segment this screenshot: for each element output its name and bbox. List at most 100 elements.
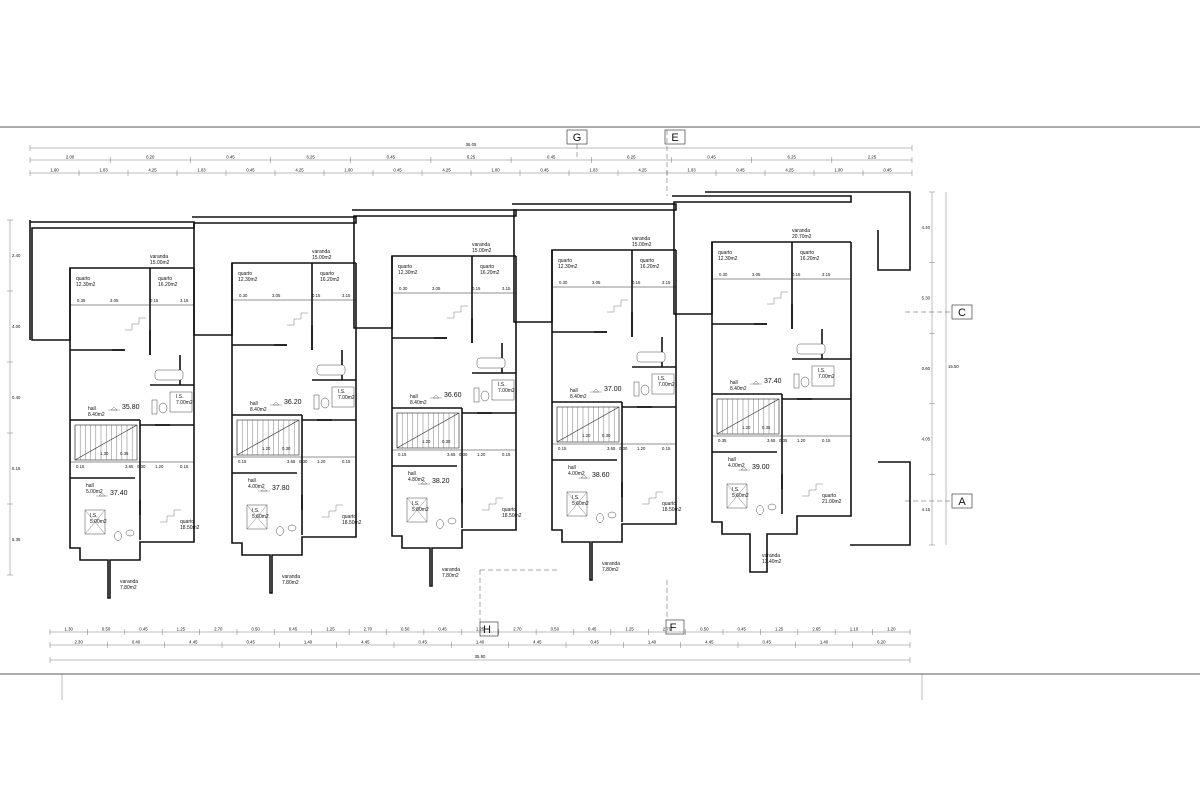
room-name-is-small: I.S. [90, 513, 98, 519]
interior-dimension: 1.20 [582, 433, 591, 438]
level-symbol [432, 394, 440, 399]
washbasin-small [607, 511, 617, 519]
room-name-varanda-low: varanda [602, 561, 620, 567]
stair-arrow [396, 412, 460, 449]
room-area-quarto-low: 18.50m2 [662, 507, 682, 513]
interior-dimension: 3.05 [432, 286, 441, 291]
dimension-value: 4.00 [12, 324, 21, 329]
room-area-quarto-front: 12.30m2 [76, 282, 96, 288]
room-name-is-small: I.S. [252, 508, 260, 514]
interior-dimension: 0.15 [792, 272, 801, 277]
room-name-varanda-top: varanda [150, 254, 168, 260]
dimension-value: 0.45 [590, 640, 599, 645]
interior-dimension: 0.30 [282, 446, 291, 451]
room-area-hall-main: 8.40m2 [730, 386, 747, 392]
grid-labels: G E H F C A [479, 129, 973, 637]
interior-dimension: 0.30 [442, 439, 451, 444]
interior-dimension: 0.15 [822, 438, 831, 443]
room-area-hall-small: 4.80m2 [408, 477, 425, 483]
staircase [236, 419, 300, 456]
room-name-hall-small: hall [568, 465, 576, 471]
dimension-value: 1.25 [476, 627, 485, 632]
interior-dimension: 0.15 [312, 293, 321, 298]
dimension-value: 1.40 [476, 640, 485, 645]
washbasin-small [125, 529, 135, 537]
dimension-value: 1.00 [344, 168, 353, 173]
interior-dimension: 3.05 [752, 272, 761, 277]
apartment-unit-2: quarto12.30m2quarto16.20m2varanda15.00m2… [192, 216, 362, 594]
interior-dimension: 0.15 [558, 446, 567, 451]
interior-dimension: 3.15 [342, 293, 351, 298]
dimension-value: 4.45 [533, 640, 542, 645]
dimension-value: 6.25 [306, 155, 315, 160]
room-area-hall-small: 4.00m2 [248, 484, 265, 490]
dimension-value: 0.45 [139, 627, 148, 632]
interior-dimension: 0.30 [602, 433, 611, 438]
room-area-hall-main: 8.40m2 [250, 407, 267, 413]
dimension-value: 6.25 [788, 155, 797, 160]
dimension-value: 4.25 [295, 168, 304, 173]
outer-wall-upper [672, 195, 852, 315]
room-area-quarto-low: 21.00m2 [822, 499, 842, 505]
room-name-varanda-low: varanda [120, 579, 138, 585]
room-area-hall-main: 8.40m2 [570, 394, 587, 400]
dimension-value: 1.03 [197, 168, 206, 173]
stair-arrow [74, 424, 138, 461]
room-area-varanda-low: 7.80m2 [282, 580, 299, 586]
dimension-value: 6.20 [146, 155, 155, 160]
room-area-is-small: 5.60m2 [732, 493, 749, 499]
room-name-varanda-low: varanda [282, 574, 300, 580]
bathtub [636, 351, 666, 363]
dimension-value: 0.45 [387, 155, 396, 160]
room-name-quarto-low: quarto [180, 519, 194, 525]
outer-wall-main [391, 256, 517, 587]
interior-dimension: 0.15 [150, 298, 159, 303]
bathroom-fixtures [566, 351, 675, 523]
room-name-hall-small: hall [408, 471, 416, 477]
room-area-is-small: 5.80m2 [412, 507, 429, 513]
interior-dimension: 0.35 [762, 425, 771, 430]
dimension-value: 4.05 [922, 437, 931, 442]
interior-dimension: 3.65 [767, 438, 776, 443]
interior-dimension: 0.15 [76, 464, 85, 469]
bathroom-area-box [491, 379, 515, 401]
interior-dimension: 0.15 [342, 459, 351, 464]
room-name-quarto-back: quarto [480, 264, 494, 270]
room-area-varanda-low: 7.80m2 [120, 585, 137, 591]
room-area-is-small: 5.60m2 [252, 514, 269, 520]
level-marker-lower: 39.00 [738, 464, 770, 471]
dimension-value: 0.45 [289, 627, 298, 632]
interior-dimension: 3.15 [662, 280, 671, 285]
room-name-quarto-front: quarto [718, 250, 732, 256]
level-marker-lower: 38.20 [418, 478, 450, 485]
room-name-is-small: I.S. [732, 487, 740, 493]
interior-dimension: 0.30 [619, 446, 628, 451]
interior-dimension: 3.65 [447, 452, 456, 457]
dimension-value: 4.25 [148, 168, 157, 173]
dimension-value: 4.15 [922, 507, 931, 512]
interior-dimension: 0.30 [299, 459, 308, 464]
interior-dimension: 0.30 [239, 293, 248, 298]
room-area-varanda-low: 7.80m2 [442, 573, 459, 579]
room-name-quarto-front: quarto [398, 264, 412, 270]
dimension-value: 0.45 [736, 168, 745, 173]
room-name-quarto-low: quarto [822, 493, 836, 499]
outer-wall-main [551, 250, 677, 581]
dimension-value: 2.70 [663, 627, 672, 632]
staircase [396, 412, 460, 449]
level-symbol [580, 474, 588, 479]
interior-dimension: 3.05 [272, 293, 281, 298]
room-name-varanda-low: varanda [442, 567, 460, 573]
dimension-value: 0.45 [540, 168, 549, 173]
washbasin [793, 373, 800, 389]
bathroom-fixtures [406, 357, 515, 529]
dimension-value: 0.45 [393, 168, 402, 173]
dimension-value: 0.45 [883, 168, 892, 173]
dimension-total-bottom: 35.90 [475, 654, 486, 659]
shower-diagonal [726, 483, 748, 509]
bathtub [476, 357, 506, 369]
toilet [320, 397, 330, 409]
grid-label-f: F [670, 622, 677, 634]
